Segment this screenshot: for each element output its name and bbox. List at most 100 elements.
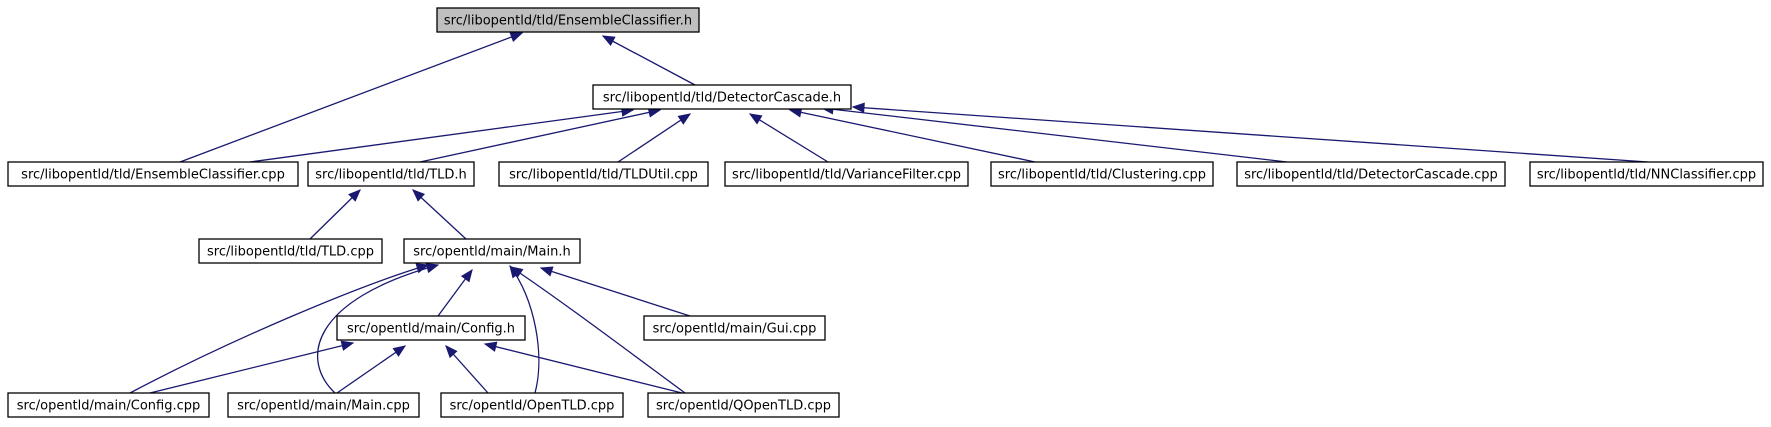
edge-nnclassifier_cpp-to-detector_h [851, 102, 1649, 163]
edge-config_h-to-main_h [437, 268, 473, 317]
node-label: src/libopentld/tld/TLD.h [315, 168, 467, 183]
edge-main_h-to-tld_h [412, 189, 467, 240]
edge-line [179, 32, 523, 163]
edge-line [149, 342, 354, 394]
node-box [643, 315, 826, 341]
node-label: src/opentld/OpenTLD.cpp [450, 399, 615, 414]
edge-detector_h-to-ensemble_h [601, 35, 696, 86]
edge-tld_cpp-to-tld_h [309, 189, 361, 240]
edge-variance_cpp-to-detector_h [748, 113, 829, 163]
edge-arrowhead [392, 345, 407, 357]
edge-ensemble_cpp-to-detector_h [249, 106, 635, 163]
node-box [7, 392, 210, 418]
node-detector-h[interactable]: src/libopentld/tld/DetectorCascade.h [592, 84, 852, 110]
edge-line [602, 35, 696, 86]
edge-line [789, 109, 1036, 163]
node-box [440, 392, 624, 418]
edge-line [336, 345, 406, 394]
node-qopentld-cpp[interactable]: src/opentld/QOpenTLD.cpp [647, 392, 840, 418]
edge-arrowhead [348, 189, 361, 202]
node-label: src/libopentld/tld/NNClassifier.cpp [1537, 168, 1756, 183]
edge-main_cpp-to-config_h [336, 345, 407, 394]
edge-line [249, 109, 634, 163]
edge-arrowhead [460, 268, 473, 283]
node-config-h[interactable]: src/opentld/main/Config.h [336, 315, 526, 341]
node-config-cpp[interactable]: src/opentld/main/Config.cpp [7, 392, 210, 418]
node-main-cpp[interactable]: src/opentld/main/Main.cpp [227, 392, 420, 418]
node-box [307, 161, 475, 187]
node-main-h[interactable]: src/opentld/main/Main.h [403, 238, 581, 264]
edge-line [852, 106, 1649, 163]
edge-main_cpp-to-main_h [316, 262, 440, 394]
node-detector-cpp[interactable]: src/libopentld/tld/DetectorCascade.cpp [1236, 161, 1506, 187]
edge-line [419, 109, 661, 163]
node-box [1529, 161, 1764, 187]
edge-opentld_cpp-to-config_h [445, 345, 489, 394]
node-tld-cpp[interactable]: src/libopentld/tld/TLD.cpp [198, 238, 383, 264]
node-box [227, 392, 420, 418]
node-label: src/libopentld/tld/DetectorCascade.h [603, 91, 841, 106]
edge-line [540, 267, 691, 317]
node-box [498, 161, 709, 187]
node-label: src/opentld/main/Gui.cpp [653, 322, 817, 337]
node-gui-cpp[interactable]: src/opentld/main/Gui.cpp [643, 315, 826, 341]
nodes-layer: src/libopentld/tld/EnsembleClassifier.h s… [7, 7, 1764, 418]
edge-line [510, 266, 686, 394]
edge-line [821, 107, 1288, 163]
node-clustering-cpp[interactable]: src/libopentld/tld/Clustering.cpp [990, 161, 1214, 187]
node-label: src/opentld/main/Main.cpp [237, 399, 410, 414]
node-variance-cpp[interactable]: src/libopentld/tld/VarianceFilter.cpp [724, 161, 969, 187]
edge-line [509, 265, 540, 394]
node-tldutil-cpp[interactable]: src/libopentld/tld/TLDUtil.cpp [498, 161, 709, 187]
node-box [198, 238, 383, 264]
edge-arrowhead [601, 35, 616, 47]
edge-line [749, 113, 829, 163]
node-label: src/libopentld/tld/VarianceFilter.cpp [732, 168, 961, 183]
node-box [436, 7, 700, 33]
node-opentld-cpp[interactable]: src/opentld/OpenTLD.cpp [440, 392, 624, 418]
edge-line [484, 343, 683, 394]
node-label: src/libopentld/tld/TLD.cpp [207, 245, 374, 260]
node-label: src/opentld/main/Config.h [347, 322, 515, 337]
edge-arrowhead [445, 345, 458, 359]
edge-qopentld_cpp-to-main_h [509, 266, 686, 394]
edge-arrowhead [340, 340, 355, 351]
node-label: src/libopentld/tld/Clustering.cpp [998, 168, 1206, 183]
edge-detector_cpp-to-detector_h [820, 104, 1288, 163]
node-box [1236, 161, 1506, 187]
edge-line [129, 264, 429, 394]
edge-ensemble_cpp-to-ensemble_h [179, 32, 524, 163]
edge-line [412, 189, 467, 240]
node-box [7, 161, 299, 187]
node-tld-h[interactable]: src/libopentld/tld/TLD.h [307, 161, 475, 187]
node-label: src/libopentld/tld/EnsembleClassifier.cp… [21, 168, 285, 183]
node-label: src/opentld/main/Config.cpp [17, 399, 201, 414]
edge-arrowhead [677, 113, 692, 125]
node-ensemble-h[interactable]: src/libopentld/tld/EnsembleClassifier.h [436, 7, 700, 33]
edge-line [316, 264, 439, 394]
edge-clustering_cpp-to-detector_h [788, 107, 1036, 163]
edge-arrowhead [509, 32, 524, 42]
node-label: src/libopentld/tld/EnsembleClassifier.h [444, 14, 692, 29]
edge-arrowhead [412, 189, 426, 202]
node-label: src/opentld/main/Main.h [413, 245, 570, 260]
edge-arrowhead [851, 102, 865, 114]
edge-line [617, 113, 691, 163]
edge-gui_cpp-to-main_h [539, 266, 691, 317]
node-box [592, 84, 852, 110]
node-label: src/opentld/QOpenTLD.cpp [656, 399, 831, 414]
edge-arrowhead [483, 341, 498, 352]
node-nnclassifier-cpp[interactable]: src/libopentld/tld/NNClassifier.cpp [1529, 161, 1764, 187]
edge-arrowhead [425, 262, 440, 274]
edge-tldutil_cpp-to-detector_h [617, 113, 692, 163]
edge-tld_h-to-detector_h [419, 107, 662, 163]
edge-config_cpp-to-config_h [149, 340, 355, 394]
edge-arrowhead [748, 113, 763, 125]
node-ensemble-cpp[interactable]: src/libopentld/tld/EnsembleClassifier.cp… [7, 161, 299, 187]
node-box [990, 161, 1214, 187]
edge-arrowhead [539, 266, 554, 277]
node-box [336, 315, 526, 341]
node-box [403, 238, 581, 264]
node-box [724, 161, 969, 187]
